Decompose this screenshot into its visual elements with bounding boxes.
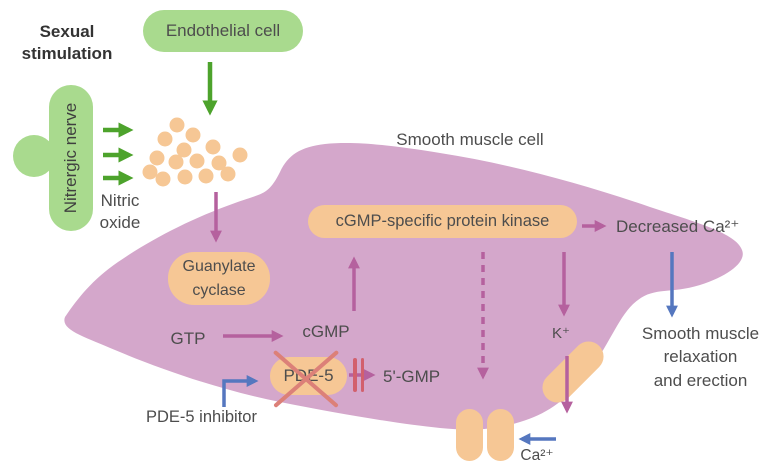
endothelial-cell-label: Endothelial cell (165, 21, 281, 40)
nitric-oxide-dot (177, 169, 193, 185)
nitric-oxide-dot (157, 131, 173, 147)
nitric-oxide-dot (220, 166, 236, 182)
sexual-stimulation-label: Sexual stimulation (21, 22, 113, 64)
nitrergic-nerve-shape (13, 85, 93, 231)
guanylate-cyclase-pill: Guanylate cyclase (168, 252, 270, 305)
cgmp-label: cGMP (302, 322, 350, 341)
guanylate-cyclase-label: Guanylate cyclase (182, 257, 256, 299)
nitric-oxide-dot (155, 171, 171, 187)
nitric-oxide-dot (189, 153, 205, 169)
pathway-arrows (210, 192, 607, 414)
nitric-oxide-dot (198, 168, 214, 184)
potassium-channel (542, 341, 604, 403)
nitric-oxide-dot (142, 164, 158, 180)
nitric-oxide-dot (176, 142, 192, 158)
protein-kinase-label: cGMP-specific protein kinase (335, 212, 550, 230)
nitrergic-nerve-label: Nitrergic nerve (61, 102, 80, 214)
nitric-oxide-dot (232, 147, 248, 163)
nitric-oxide-molecules (142, 117, 248, 187)
nitric-oxide-release-arrows (103, 62, 218, 186)
nitric-oxide-dot (169, 117, 185, 133)
nitric-oxide-dot (168, 154, 184, 170)
nitric-oxide-dot (211, 155, 227, 171)
endothelial-cell-pill: Endothelial cell (143, 10, 303, 52)
nitric-oxide-dot (205, 139, 221, 155)
nitric-oxide-label: Nitric oxide (99, 191, 141, 233)
nitric-oxide-dot (185, 127, 201, 143)
smooth-muscle-cell-label: Smooth muscle cell (396, 130, 544, 149)
protein-kinase-pill: cGMP-specific protein kinase (308, 205, 577, 238)
five-prime-gmp-label: 5'-GMP (383, 367, 441, 386)
calcium-label: Ca²⁺ (520, 447, 554, 464)
outcome-label: Smooth muscle relaxation and erection (641, 324, 760, 390)
calcium-channel (456, 409, 514, 461)
nitric-oxide-dot (149, 150, 165, 166)
gtp-label: GTP (170, 329, 206, 348)
decreased-calcium-label: Decreased Ca²⁺ (616, 217, 740, 236)
potassium-label: K⁺ (552, 325, 570, 342)
effect-arrows (222, 252, 678, 445)
pde5-inhibitor-label: PDE-5 inhibitor (146, 408, 257, 426)
pde5-inhibitor-arrow (222, 375, 259, 407)
